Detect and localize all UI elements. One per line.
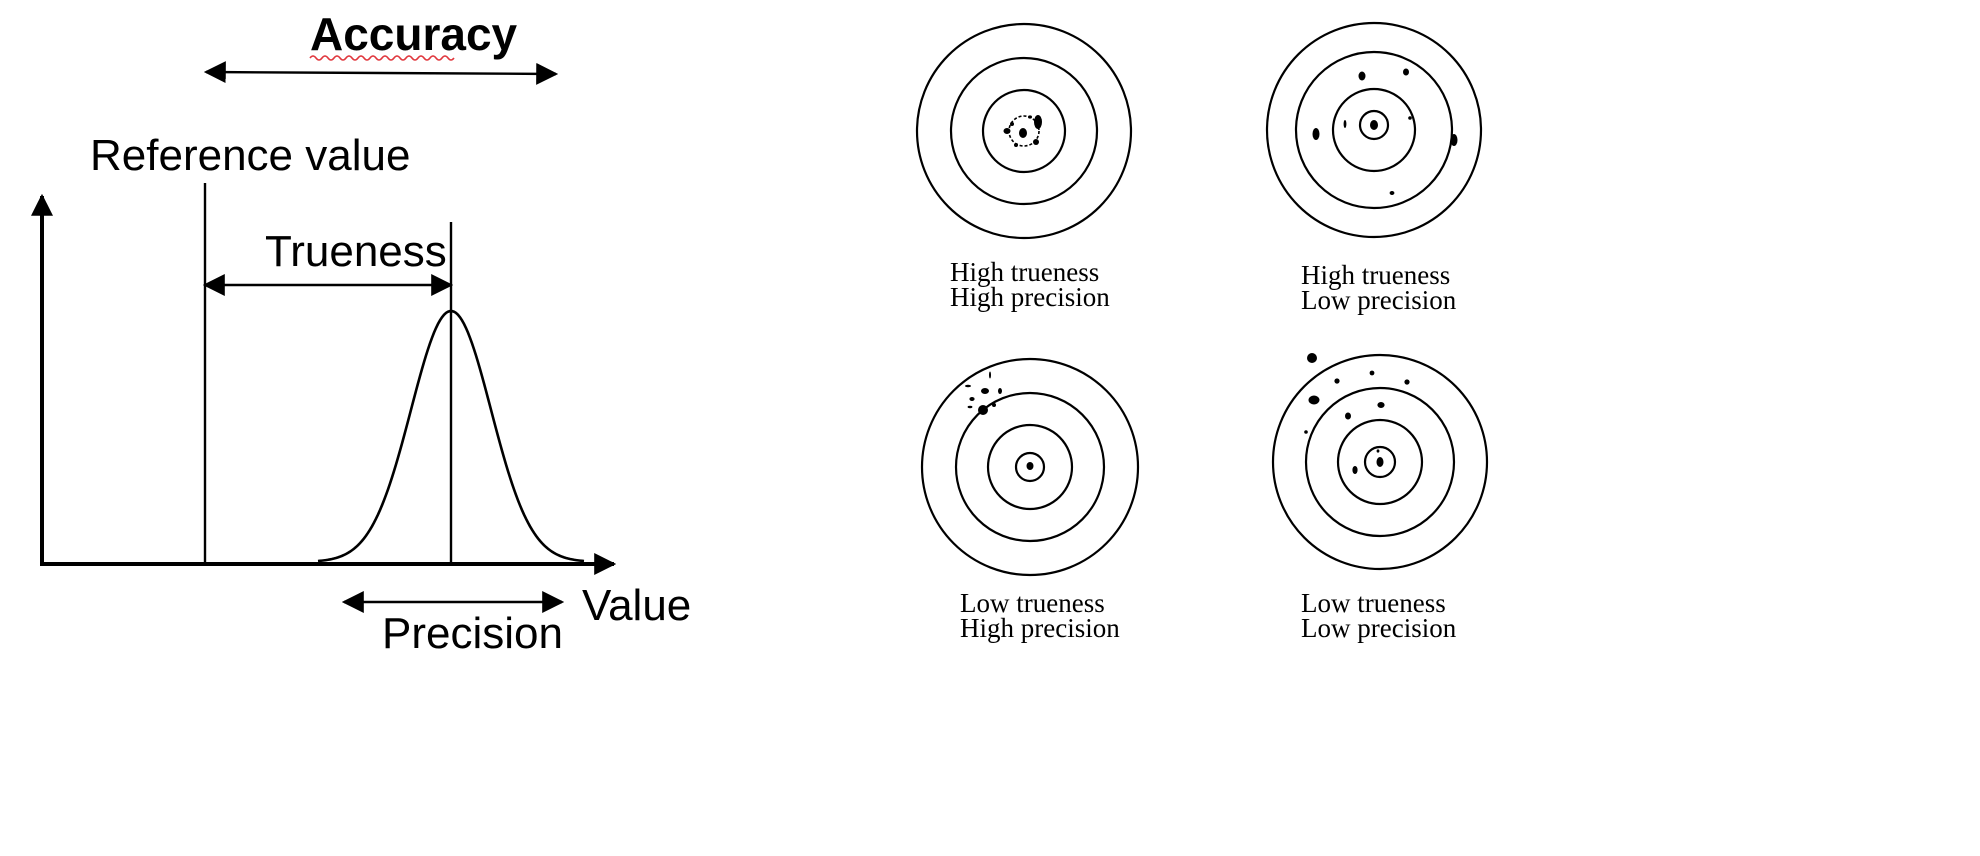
target-bullseye [1014,451,1046,483]
target-ring-outer [1271,353,1489,571]
trueness-label: Trueness [265,227,447,276]
target-low-trueness-high-precision: Low trueness High precision [920,357,1140,643]
reference-value-label: Reference value [90,131,410,180]
target-ring-middle [949,56,1099,206]
target-caption-line1: High trueness [1301,260,1450,290]
target-caption-line2: High precision [950,282,1110,312]
target-ring-inner [986,423,1074,511]
target-high-trueness-low-precision: High trueness Low precision [1265,21,1483,315]
value-axis-label: Value [582,581,691,630]
target-caption-line1: Low trueness [1301,588,1446,618]
accuracy-label: Accuracy [310,8,518,60]
target-ring-outer [920,357,1140,577]
target-ring-middle [954,391,1106,543]
target-bullseye [1358,109,1390,141]
accuracy-arrow [203,61,559,85]
target-ring-middle [1304,386,1456,538]
target-caption-line1: High trueness [950,257,1099,287]
target-ring-outer [1265,21,1483,239]
target-low-trueness-low-precision: Low trueness Low precision [1271,353,1489,643]
target-center-dot [1026,462,1034,470]
target-ring-inner [981,88,1067,174]
shot-scatter-offset [1304,353,1410,474]
distribution-curve [317,309,585,563]
shot-cluster-offset [965,371,1002,415]
target-caption-line2: Low precision [1301,285,1457,315]
target-high-trueness-high-precision: High trueness High precision [915,22,1133,312]
shot-scatter [1312,68,1458,195]
target-bullseye [1363,445,1397,479]
precision-label: Precision [382,609,563,658]
distribution-panel: Accuracy Reference value Trueness Precis… [31,8,691,658]
spellcheck-underline [309,55,455,61]
target-ring-outer [915,22,1133,240]
target-ring-inner [1331,87,1417,173]
target-caption-line1: Low trueness [960,588,1105,618]
target-caption-line2: Low precision [1301,613,1457,643]
target-ring-middle [1294,50,1454,210]
shot-cluster [1003,115,1042,147]
target-ring-inner [1336,418,1424,506]
target-caption-line2: High precision [960,613,1120,643]
